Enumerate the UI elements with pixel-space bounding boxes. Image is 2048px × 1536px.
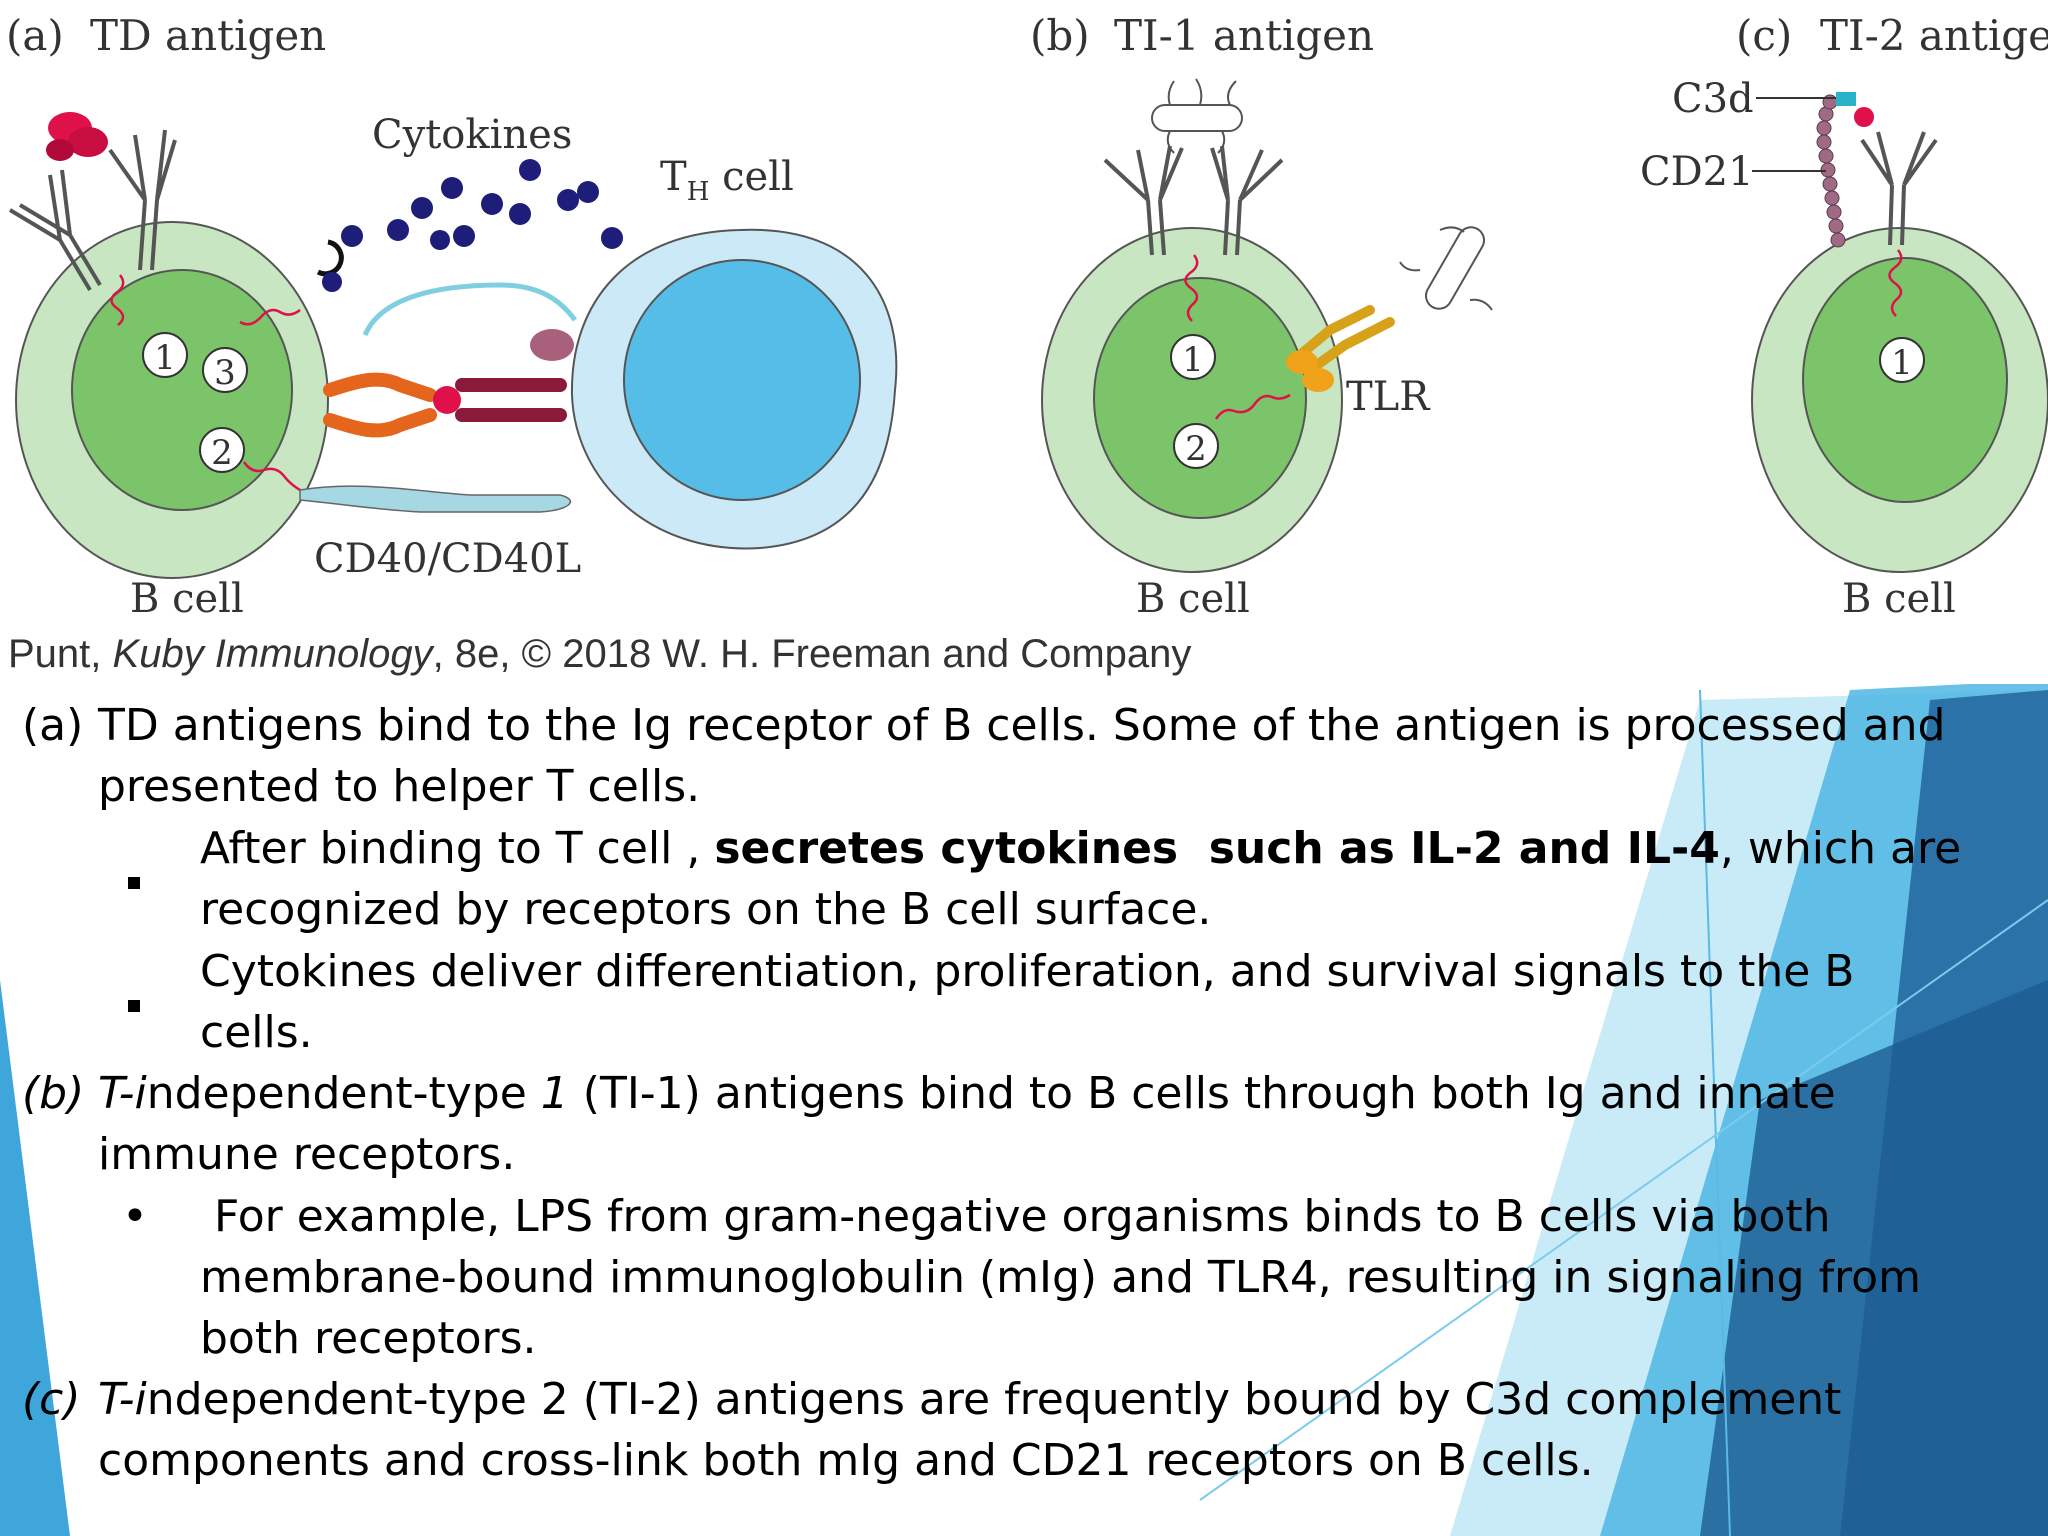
- figure-backdrop: [0, 0, 2048, 684]
- cytokines-label: Cytokines: [372, 112, 572, 158]
- bullet-dot: •: [122, 1191, 148, 1242]
- svg-text:1: 1: [1182, 340, 1204, 380]
- step-1-a: 1: [142, 332, 188, 378]
- caption-b-t: T-: [98, 1068, 135, 1119]
- cd40-label: CD40/CD40L: [314, 536, 581, 582]
- ig-receptor-b-right: [1210, 145, 1284, 256]
- panel-a-label: (a): [6, 11, 64, 60]
- b-cell-b-nucleus: [1093, 277, 1307, 519]
- step-1-c: 1: [1879, 337, 1925, 383]
- bound-cytokine: [322, 272, 342, 292]
- bg-thin-line-2: [1199, 899, 2048, 1501]
- lps-antigen-b: [1151, 78, 1243, 154]
- th-cell-label: TH cell: [660, 154, 794, 207]
- panel-c-title-text: TI-2 antige: [1820, 11, 2048, 60]
- ig-receptor-b-left: [1103, 145, 1184, 256]
- panel-c-label: (c): [1736, 11, 1792, 60]
- caption-b-bullet-line3: both receptors.: [200, 1313, 537, 1364]
- bg-shard-deep: [1700, 980, 2048, 1536]
- step-3-a: 3: [202, 347, 248, 393]
- bullet1-post: , which are: [1719, 823, 1962, 874]
- svg-text:1: 1: [154, 338, 176, 378]
- step-2-b: 2: [1173, 423, 1219, 469]
- bullet-square-2: [128, 967, 140, 1029]
- b-cell-a-nucleus: [71, 269, 293, 511]
- step-1-b: 1: [1170, 334, 1216, 380]
- caption-b-one: 1: [540, 1068, 569, 1119]
- credit-author: Punt,: [8, 632, 113, 676]
- caption-a-marker: (a): [22, 700, 84, 751]
- signal-arrow-a3: [239, 308, 301, 326]
- svg-text:3: 3: [214, 353, 236, 393]
- bg-thin-line: [1699, 689, 1731, 1536]
- antigen-a: [46, 112, 108, 161]
- b-cell-label-a: B cell: [130, 576, 244, 622]
- svg-text:2: 2: [1185, 429, 1207, 469]
- signal-arrow-a2: [242, 461, 301, 492]
- ig-receptor-a-right: [108, 129, 177, 271]
- caption-b-bullet-line1: For example, LPS from gram-negative orga…: [200, 1191, 1831, 1242]
- adhesion-molecule: [530, 329, 574, 361]
- ig-receptor-c: [1860, 131, 1938, 246]
- caption-b-bullet-line2: membrane-bound immunoglobulin (mIg) and …: [200, 1252, 1921, 1303]
- bullet1-pre: After binding to T cell ,: [200, 823, 715, 874]
- caption-b-line1: T-independent-type 1 (TI-1) antigens bin…: [98, 1063, 1836, 1125]
- caption-b-marker: (b): [22, 1068, 85, 1119]
- caption-a-bullet2-line1: Cytokines deliver differentiation, proli…: [200, 946, 1855, 997]
- signal-arrow-c1: [1888, 249, 1903, 317]
- lps-antigen-tlr: [1399, 226, 1493, 311]
- panel-a-title: (a) TD antigen: [6, 11, 326, 60]
- caption-a-bullet1-line1: After binding to T cell , secretes cytok…: [200, 818, 1961, 880]
- caption-c-t: T-: [98, 1374, 135, 1425]
- th-cell-nucleus: [623, 259, 861, 501]
- credit-rest: , 8e, © 2018 W. H. Freeman and Company: [432, 632, 1192, 676]
- signal-arrow-a1: [110, 274, 125, 326]
- signal-arrow-b2: [1214, 393, 1291, 420]
- cytokine-dots: [341, 159, 623, 250]
- caption-b-i: i: [134, 1068, 147, 1119]
- caption-a-text2: presented to helper T cells.: [98, 761, 701, 812]
- caption-a-line1: (a): [22, 695, 83, 757]
- c3d-marker: [1836, 92, 1856, 106]
- svg-text:2: 2: [211, 433, 233, 473]
- panel-b-label: (b): [1030, 11, 1090, 60]
- caption-c-rest: ndependent-type 2 (TI-2) antigens are fr…: [146, 1374, 1842, 1425]
- tlr-label: TLR: [1346, 374, 1431, 420]
- figure-credit: Punt, Kuby Immunology, 8e, © 2018 W. H. …: [8, 632, 1191, 677]
- antigen-figure: (a) TD antigen (b) TI-1 antigen (c) TI-2…: [6, 11, 2048, 622]
- b-cell-label-c: B cell: [1842, 576, 1956, 622]
- c3d-label: C3d: [1672, 76, 1754, 122]
- signal-arrow-b1: [1184, 254, 1199, 322]
- ti2-antigen: [1854, 107, 1874, 127]
- tlr-receptor: [1286, 305, 1395, 392]
- ig-receptor-a-left: [8, 169, 102, 292]
- bullet1-bold: secretes cytokines such as IL-2 and IL-4: [714, 823, 1720, 874]
- bullet-square-1: [128, 844, 140, 906]
- caption-b-mid: ndependent-type: [146, 1068, 541, 1119]
- caption-c-marker: (c): [22, 1374, 81, 1425]
- credit-book: Kuby Immunology: [112, 632, 433, 676]
- bg-shard-left: [0, 980, 70, 1536]
- caption-a-bullet1-line2: recognized by receptors on the B cell su…: [200, 884, 1212, 935]
- svg-text:1: 1: [1891, 343, 1913, 383]
- panel-a-title-text: TD antigen: [90, 11, 326, 60]
- panel-c-title: (c) TI-2 antige: [1736, 11, 2048, 60]
- caption-b-line2: immune receptors.: [98, 1129, 516, 1180]
- caption-b-rest: (TI-1) antigens bind to B cells through …: [568, 1068, 1836, 1119]
- caption-a-text1: TD antigens bind to the Ig receptor of B…: [98, 700, 1946, 751]
- b-cell-label-b: B cell: [1136, 576, 1250, 622]
- caption-c-line1: T-independent-type 2 (TI-2) antigens are…: [98, 1369, 1841, 1431]
- synapse-membrane: [362, 282, 577, 337]
- cd40-cd40l: [299, 485, 572, 513]
- cytokine-receptor: [316, 239, 344, 277]
- caption-c-i: i: [134, 1374, 147, 1425]
- mhc-tcr-complex: [323, 372, 567, 438]
- panel-b-title: (b) TI-1 antigen: [1030, 11, 1374, 60]
- caption-c-line2: components and cross-link both mIg and C…: [98, 1435, 1594, 1486]
- cd21-label: CD21: [1640, 149, 1754, 195]
- panel-b-title-text: TI-1 antigen: [1114, 11, 1374, 60]
- caption-a-bullet2-line2: cells.: [200, 1007, 313, 1058]
- step-2-a: 2: [199, 427, 245, 473]
